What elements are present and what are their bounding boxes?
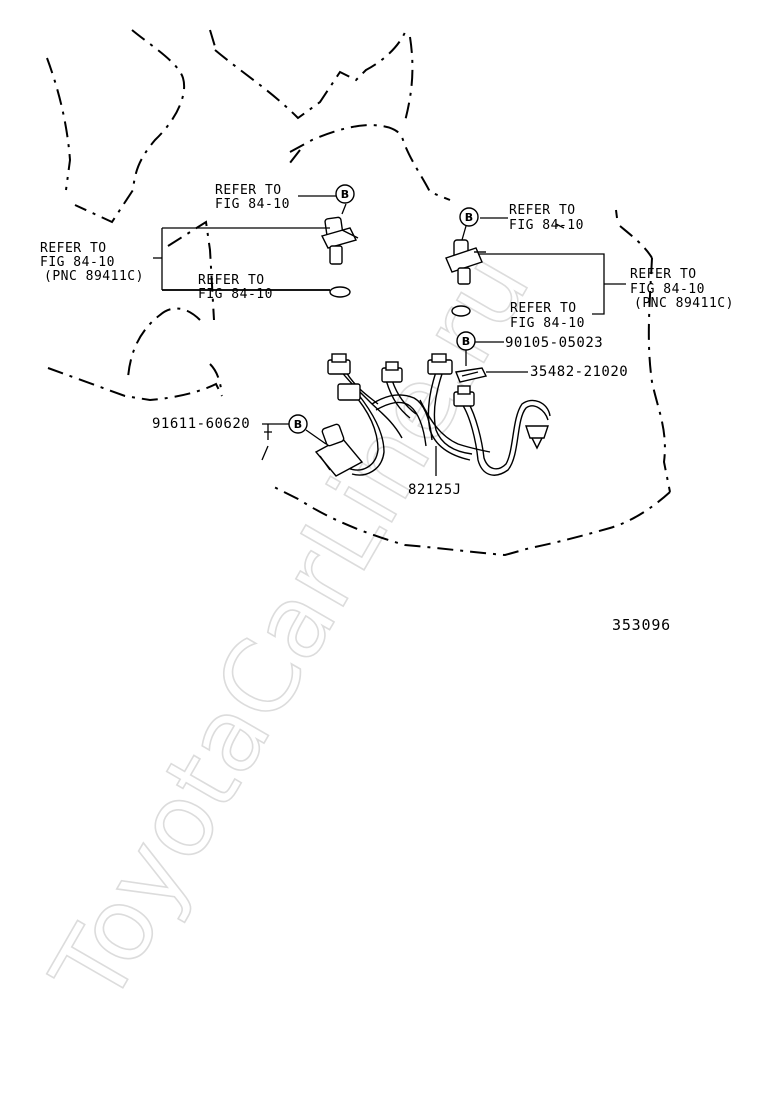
refer-f-line2: FIG 84-10 — [630, 282, 705, 297]
badge-b-right-bolt: B — [456, 331, 476, 351]
o-ring-left — [329, 286, 351, 298]
refer-c-line3: (PNC 89411C) — [44, 269, 144, 284]
housing-outline — [46, 29, 671, 557]
badge-b-upper-left: B — [335, 184, 355, 204]
refer-f-line1: REFER TO — [630, 267, 697, 282]
refer-d-line1: REFER TO — [509, 203, 576, 218]
figure-number: 353096 — [612, 616, 671, 634]
badge-b-upper-right: B — [459, 207, 479, 227]
refer-c-line2: FIG 84-10 — [40, 255, 115, 270]
refer-b-line1: REFER TO — [198, 273, 265, 288]
refer-a-line2: FIG 84-10 — [215, 197, 290, 212]
o-ring-right — [451, 305, 471, 317]
part-91611-60620: 91611-60620 — [152, 416, 250, 432]
badge-b-left-bolt: B — [288, 414, 308, 434]
refer-c-line1: REFER TO — [40, 241, 107, 256]
leader-lines — [153, 195, 626, 476]
clamp — [455, 367, 488, 383]
part-82125J: 82125J — [408, 482, 462, 498]
refer-d-line2: FIG 84-10 — [509, 218, 584, 233]
svg-text:B: B — [462, 335, 470, 348]
watermark: ToyotaCarLine.ru — [29, 233, 552, 1022]
svg-text:B: B — [341, 188, 349, 201]
wire-harness — [327, 353, 551, 476]
svg-text:B: B — [294, 418, 302, 431]
part-90105-05023: 90105-05023 — [505, 335, 603, 351]
refer-e-line2: FIG 84-10 — [510, 316, 585, 331]
refer-b-line2: FIG 84-10 — [198, 287, 273, 302]
sensor-left — [320, 216, 359, 265]
refer-e-line1: REFER TO — [510, 301, 577, 316]
svg-text:B: B — [465, 211, 473, 224]
sensor-lower — [314, 423, 364, 477]
refer-a-line1: REFER TO — [215, 183, 282, 198]
sensor-right — [445, 239, 486, 285]
refer-f-line3: (PNC 89411C) — [634, 296, 734, 311]
part-35482-21020: 35482-21020 — [530, 364, 628, 380]
